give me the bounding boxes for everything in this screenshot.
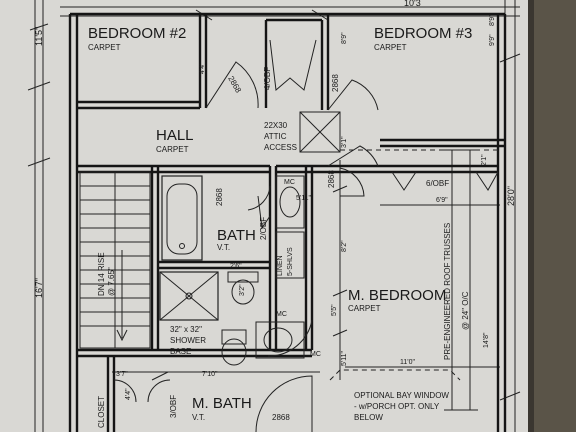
m-bedroom-floor: CARPET xyxy=(348,304,381,313)
bay-window-label-3: BELOW xyxy=(354,413,383,422)
dim-32: 3'2" xyxy=(239,284,246,296)
attic-access xyxy=(299,111,341,153)
mc-label-2: MC xyxy=(276,311,287,318)
bedroom3-floor: CARPET xyxy=(374,43,407,52)
bay-window-label-1: OPTIONAL BAY WINDOW xyxy=(354,391,449,400)
dim-hall-w: 5'11" xyxy=(296,195,311,202)
linen-closet xyxy=(275,231,305,279)
truss-spacing-label: @ 24" O/C xyxy=(461,291,470,330)
dim-b2-closet: 4'4" xyxy=(199,62,206,74)
dim-bath-w: 6'9" xyxy=(436,197,448,204)
bay-window-label-2: - w/PORCH OPT. ONLY xyxy=(354,402,440,411)
door-code-4: 2868 xyxy=(215,188,224,206)
hall-floor: CARPET xyxy=(156,145,189,154)
dim-mb-w: 11'0" xyxy=(400,359,415,366)
dim-mb-h: 8'2" xyxy=(341,240,348,252)
dim-truss-len: 14'8" xyxy=(483,332,490,348)
closet-name: CLOSET xyxy=(97,396,106,428)
bifold-closet-mb-left xyxy=(391,171,417,191)
toilet-bath xyxy=(227,271,259,305)
dim-attic-w: 3'1" xyxy=(341,136,348,148)
obf-2: 2/OBF xyxy=(259,217,268,240)
dim-710: 7'10" xyxy=(202,371,218,378)
attic-label-3: ACCESS xyxy=(264,143,297,152)
bath-name: BATH xyxy=(217,227,256,244)
bifold-closet-mb-right xyxy=(475,171,499,191)
hall-name: HALL xyxy=(156,127,194,144)
door-code-5: 2868 xyxy=(272,413,290,422)
mc-label-1: MC xyxy=(284,179,295,186)
bath-floor: V.T. xyxy=(217,243,230,252)
m-bath-name: M. BATH xyxy=(192,395,252,412)
obf-4: 4/OBF xyxy=(263,67,272,90)
linen-label-1: LINEN xyxy=(277,255,284,276)
attic-label-2: ATTIC xyxy=(264,132,287,141)
toilet-m-bath xyxy=(221,329,247,366)
bedroom3-name: BEDROOM #3 xyxy=(374,25,472,42)
dim-mb-h2: 5'5" xyxy=(331,304,338,316)
dim-26: 2'6" xyxy=(230,263,242,270)
m-bath-sink xyxy=(255,321,305,359)
shower-label-1: 32" x 32" xyxy=(170,325,202,334)
bedroom2-floor: CARPET xyxy=(88,43,121,52)
obf-3: 3/OBF xyxy=(169,395,178,418)
bedroom2-name: BEDROOM #2 xyxy=(88,25,186,42)
dim-top: 10'3 xyxy=(404,0,421,8)
shower-label-2: SHOWER xyxy=(170,336,206,345)
bifold-closet-b2 xyxy=(269,39,317,91)
obf-6: 6/OBF xyxy=(426,179,449,188)
dim-right-main: 28'0" xyxy=(506,186,516,206)
stairs-label-1: DN 14 RISE xyxy=(97,252,106,296)
mc-label-3: MC xyxy=(310,351,321,358)
shower xyxy=(159,271,219,321)
attic-label-1: 22X30 xyxy=(264,121,288,130)
dim-b3-h2: 9'9" xyxy=(489,34,496,46)
stairs xyxy=(79,171,151,349)
dim-b3-h1: 8'9" xyxy=(341,32,348,44)
linen-label-2: 5-SHLVS xyxy=(287,247,294,276)
dim-right-21: 2'1" xyxy=(481,154,488,166)
dim-37: 3'7" xyxy=(116,371,128,378)
shower-label-3: BASE xyxy=(170,347,191,356)
bathtub xyxy=(161,175,203,261)
bath-sink xyxy=(275,175,305,229)
dimension-lines xyxy=(27,0,521,432)
dim-44: 4'4" xyxy=(125,388,132,400)
door-swings xyxy=(113,61,379,432)
bifold-linen xyxy=(257,195,271,230)
dim-left-main: 16'7" xyxy=(34,278,44,298)
door-code-3: 2868 xyxy=(327,170,336,188)
dim-left-top: 11'5" xyxy=(34,27,44,46)
trusses-label: PRE-ENGINEERED ROOF TRUSSES xyxy=(443,223,452,360)
dim-b3-h3: 8'9" xyxy=(489,14,496,26)
m-bath-floor: V.T. xyxy=(192,413,205,422)
door-code-2: 2868 xyxy=(331,74,340,92)
m-bedroom-name: M. BEDROOM xyxy=(348,287,446,304)
page-edge xyxy=(534,0,576,432)
dim-mb-h3: 5'11" xyxy=(341,351,348,366)
stairs-label-2: @ 7.65" xyxy=(107,267,116,296)
